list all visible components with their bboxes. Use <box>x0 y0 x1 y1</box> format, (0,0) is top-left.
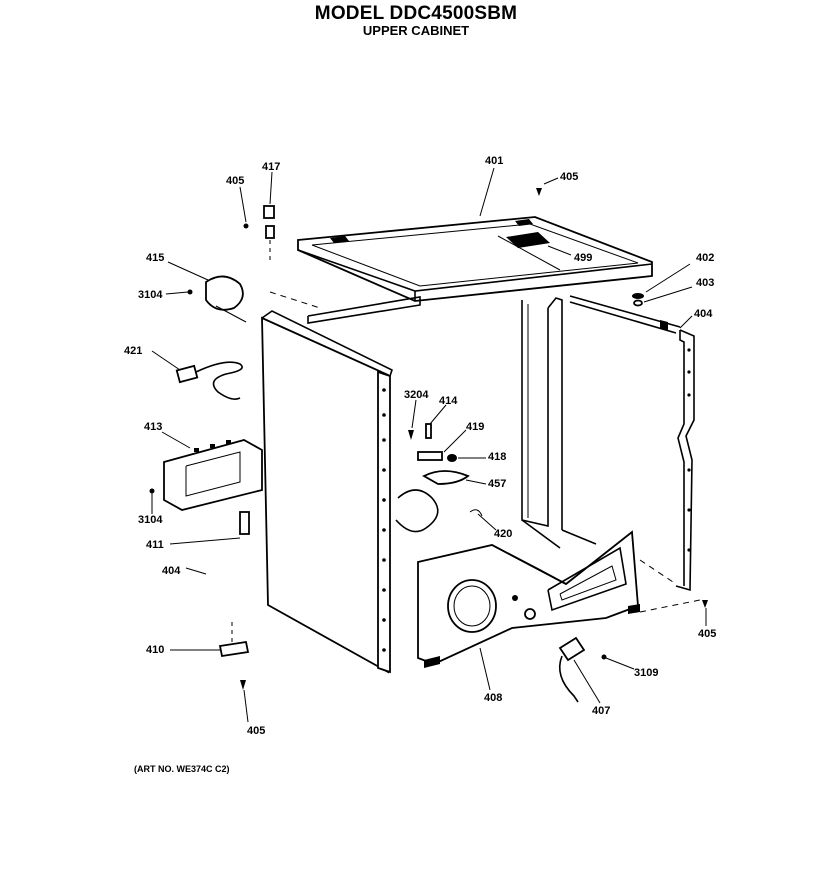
part-label: 408 <box>484 692 502 704</box>
art-number: (ART NO. WE374C C2) <box>134 764 230 774</box>
part-label: 457 <box>488 478 506 490</box>
part-label: 413 <box>144 421 162 433</box>
part-415-cover <box>205 275 247 323</box>
part-405-screws <box>149 188 708 690</box>
part-407-relay <box>558 636 607 703</box>
part-label: 402 <box>696 252 714 264</box>
part-label: 404 <box>162 565 181 577</box>
part-label: 420 <box>494 528 512 540</box>
part-label: 415 <box>146 252 164 264</box>
part-421-cord <box>175 361 243 400</box>
part-label: 405 <box>560 171 578 183</box>
part-label: 418 <box>488 451 506 463</box>
right-side-panel <box>660 320 695 592</box>
part-410-foot <box>218 622 250 658</box>
part-label: 414 <box>439 395 458 407</box>
part-label: 405 <box>698 628 716 640</box>
part-label: 499 <box>574 252 592 264</box>
part-label: 3104 <box>138 514 163 526</box>
part-label: 403 <box>696 277 714 289</box>
part-413-access-cover <box>163 439 263 511</box>
section-subtitle: UPPER CABINET <box>362 23 470 38</box>
part-label: 419 <box>466 421 484 433</box>
part-label: 3104 <box>138 289 163 301</box>
part-label: 405 <box>247 725 265 737</box>
part-label: 410 <box>146 644 164 656</box>
front-bottom-panel <box>417 530 701 668</box>
left-side-panel <box>261 310 393 674</box>
top-panel <box>297 216 653 302</box>
part-402-403 <box>632 293 644 307</box>
part-label: 421 <box>124 345 142 357</box>
part-label-group: 401 405 417 405 415 3104 499 402 403 404… <box>124 155 716 737</box>
part-label: 3109 <box>634 667 658 679</box>
model-title: MODEL DDC4500SBM <box>314 3 518 24</box>
part-label: 405 <box>226 175 244 187</box>
rear-frame <box>521 297 597 549</box>
part-label: 417 <box>262 161 280 173</box>
part-label: 401 <box>485 155 503 167</box>
part-417-bracket <box>263 205 275 262</box>
part-411-switch <box>239 511 250 535</box>
part-label: 3204 <box>404 389 429 401</box>
part-label: 407 <box>592 705 610 717</box>
part-cluster-door-latch <box>395 423 483 533</box>
top-rear-rail <box>269 291 681 334</box>
part-label: 411 <box>146 539 164 551</box>
leader-lines <box>151 167 707 723</box>
part-label: 404 <box>694 308 713 320</box>
